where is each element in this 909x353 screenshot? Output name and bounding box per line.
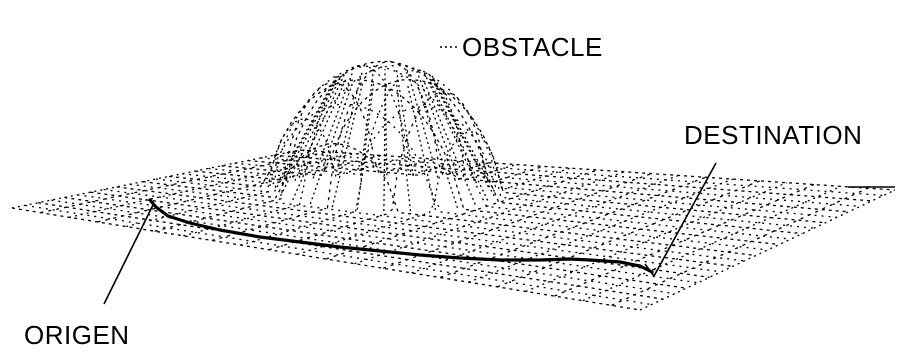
terrain-grid-line (408, 84, 436, 210)
terrain-grid-line (300, 150, 895, 190)
terrain-grid-line (69, 154, 354, 218)
terrain-grid-line (332, 83, 363, 208)
terrain-grid-line (384, 84, 385, 211)
path-line (150, 200, 652, 272)
terrain-grid-line (417, 71, 460, 180)
terrain-grid-line (64, 198, 686, 289)
terrain-grid-line (281, 78, 341, 196)
terrain-grid-line (51, 200, 675, 294)
obstacle-mound (275, 69, 495, 211)
terrain-grid-line (240, 70, 516, 245)
terrain-grid-line (425, 82, 476, 204)
terrain-grid-line (169, 80, 779, 245)
terrain-grid-line (156, 104, 768, 250)
origin-label: ORIGEN (24, 322, 130, 348)
terrain-grid-line (275, 75, 337, 188)
terrain-grid-line (274, 155, 872, 201)
terrain-grid-line (182, 66, 791, 239)
terrain-grid-line (357, 84, 373, 210)
terrain-grid-line (293, 80, 346, 200)
terrain-grid-line (430, 75, 489, 187)
destination-label: DESTINATION (684, 122, 862, 148)
origin-leader-line (104, 205, 153, 304)
terrain-grid-line (313, 71, 353, 179)
obstacle-label: OBSTACLE (462, 34, 603, 60)
terrain-surface (12, 62, 895, 311)
terrain-grid-line (222, 80, 826, 223)
terrain-grid-line (310, 81, 353, 204)
